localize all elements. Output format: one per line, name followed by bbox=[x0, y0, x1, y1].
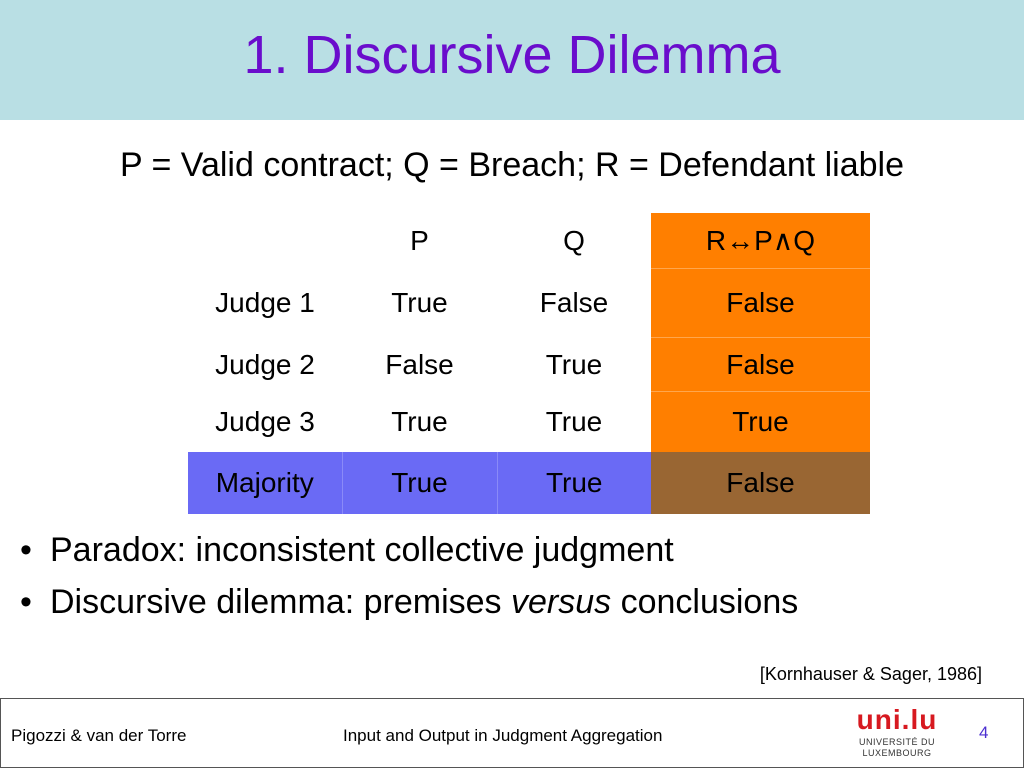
page-number: 4 bbox=[979, 723, 989, 742]
list-item: • Paradox: inconsistent collective judgme… bbox=[20, 530, 798, 571]
table-cell: True bbox=[391, 287, 448, 318]
footer: Pigozzi & van der Torre Input and Output… bbox=[0, 698, 1024, 768]
bullet-icon: • bbox=[20, 531, 32, 569]
logo-line-1: UNIVERSITÉ DU bbox=[858, 737, 935, 747]
table-cell: Judge 2 bbox=[215, 348, 315, 380]
footer-authors: Pigozzi & van der Torre bbox=[11, 726, 187, 745]
table-cell: True bbox=[341, 452, 497, 514]
table-header-cell: P bbox=[410, 224, 429, 256]
slide-title: 1. Discursive Dilemma bbox=[243, 25, 781, 85]
logo-line-2: LUXEMBOURG bbox=[862, 748, 932, 758]
table-cell: True bbox=[391, 405, 448, 437]
table-row: Judge 3 True True True bbox=[188, 391, 870, 452]
list-item: • Discursive dilemma: premises versus con… bbox=[20, 582, 798, 623]
bullet-emphasis: versus bbox=[511, 582, 612, 621]
title-bar: 1. Discursive Dilemma bbox=[0, 0, 1024, 120]
slide-subtitle: P = Valid contract; Q = Breach; R = Defe… bbox=[119, 146, 905, 184]
logo-mark: uni.lu bbox=[854, 703, 940, 737]
table-cell: False bbox=[385, 348, 454, 380]
table-cell: False bbox=[651, 452, 870, 514]
table-row: Judge 2 False True False bbox=[188, 337, 870, 392]
table-row-majority: Majority True True False bbox=[188, 452, 870, 514]
table-header-row: P Q R↔P∧Q bbox=[188, 213, 870, 269]
table-cell: False bbox=[539, 287, 609, 318]
table-header-cell: Q bbox=[563, 224, 585, 256]
table-cell: False bbox=[651, 337, 870, 392]
table-cell: True bbox=[545, 348, 603, 380]
table-cell: True bbox=[545, 405, 603, 437]
table-cell: Majority bbox=[188, 452, 342, 514]
judgment-table: P Q R↔P∧Q Judge 1 True False False Judge… bbox=[188, 213, 870, 514]
table-cell: True bbox=[496, 452, 651, 514]
university-logo: uni.lu UNIVERSITÉ DU LUXEMBOURG bbox=[854, 703, 940, 763]
table-header-cell: R↔P∧Q bbox=[651, 213, 870, 269]
table-cell: Judge 3 bbox=[215, 405, 315, 437]
table-cell: False bbox=[651, 268, 870, 338]
footer-title: Input and Output in Judgment Aggregation bbox=[343, 726, 663, 745]
table-row: Judge 1 True False False bbox=[188, 268, 870, 338]
bullet-text: Discursive dilemma: premises bbox=[50, 582, 511, 621]
table-header-cell bbox=[188, 213, 342, 269]
table-cell: True bbox=[651, 391, 870, 452]
table-cell: Judge 1 bbox=[215, 287, 315, 318]
bullet-icon: • bbox=[20, 582, 32, 621]
bullet-text: conclusions bbox=[611, 582, 799, 621]
citation: [Kornhauser & Sager, 1986] bbox=[759, 664, 982, 684]
bullet-list: • Paradox: inconsistent collective judgme… bbox=[20, 530, 798, 634]
bullet-text: Paradox: inconsistent collective judgmen… bbox=[50, 531, 674, 569]
